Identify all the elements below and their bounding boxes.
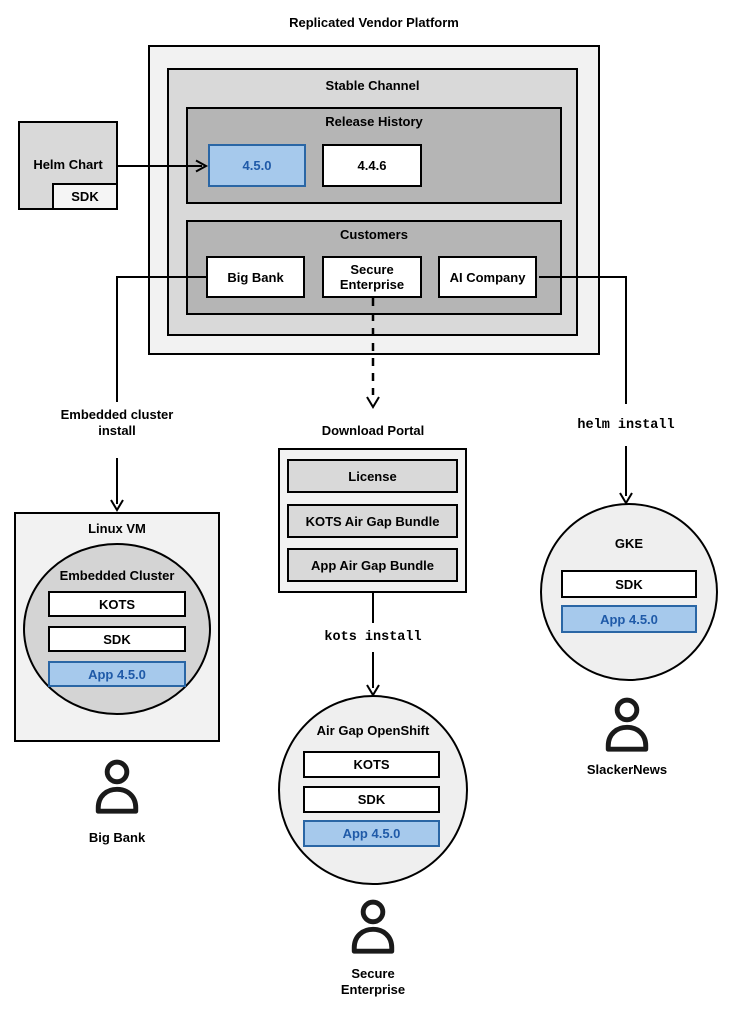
gke-sdk-box: SDK [561, 570, 697, 598]
customer-big-bank: Big Bank [206, 256, 305, 298]
openshift-sdk-box: SDK [303, 786, 440, 813]
release-history-label: Release History [325, 114, 423, 129]
edge-label-helm-install: helm install [577, 418, 675, 433]
user-icon-slackernews [605, 697, 649, 752]
user-label-big-bank: Big Bank [88, 830, 146, 845]
customers-label: Customers [340, 227, 408, 242]
release-4-5-0: 4.5.0 [208, 144, 306, 187]
stable-channel-label: Stable Channel [325, 78, 420, 93]
linux-vm-label: Linux VM [88, 521, 146, 536]
helm-chart-label: Helm Chart [33, 157, 103, 172]
diagram-title: Replicated Vendor Platform [289, 15, 459, 30]
user-icon-big-bank [95, 759, 139, 814]
embedded-cluster-app-box: App 4.5.0 [48, 661, 186, 687]
air-gap-openshift-label: Air Gap OpenShift [316, 723, 430, 738]
license-box: License [287, 459, 458, 493]
edge-label-embedded-cluster-install: Embedded cluster install [60, 407, 174, 438]
user-label-slackernews: SlackerNews [586, 762, 668, 777]
download-portal-label: Download Portal [321, 423, 425, 438]
embedded-cluster-label: Embedded Cluster [59, 568, 175, 583]
gke-app-box: App 4.5.0 [561, 605, 697, 633]
customer-secure-enterprise: Secure Enterprise [322, 256, 422, 298]
customer-ai-company: AI Company [438, 256, 537, 298]
kots-air-gap-bundle-box: KOTS Air Gap Bundle [287, 504, 458, 538]
helm-chart-sdk-box: SDK [52, 183, 118, 210]
openshift-app-box: App 4.5.0 [303, 820, 440, 847]
gke-label: GKE [614, 536, 644, 551]
release-4-4-6: 4.4.6 [322, 144, 422, 187]
user-icon-secure-enterprise [351, 899, 395, 954]
edge-label-kots-install: kots install [324, 630, 422, 645]
embedded-cluster-kots-box: KOTS [48, 591, 186, 617]
embedded-cluster-sdk-box: SDK [48, 626, 186, 652]
app-air-gap-bundle-box: App Air Gap Bundle [287, 548, 458, 582]
openshift-kots-box: KOTS [303, 751, 440, 778]
user-label-secure-enterprise: Secure Enterprise [340, 966, 406, 997]
